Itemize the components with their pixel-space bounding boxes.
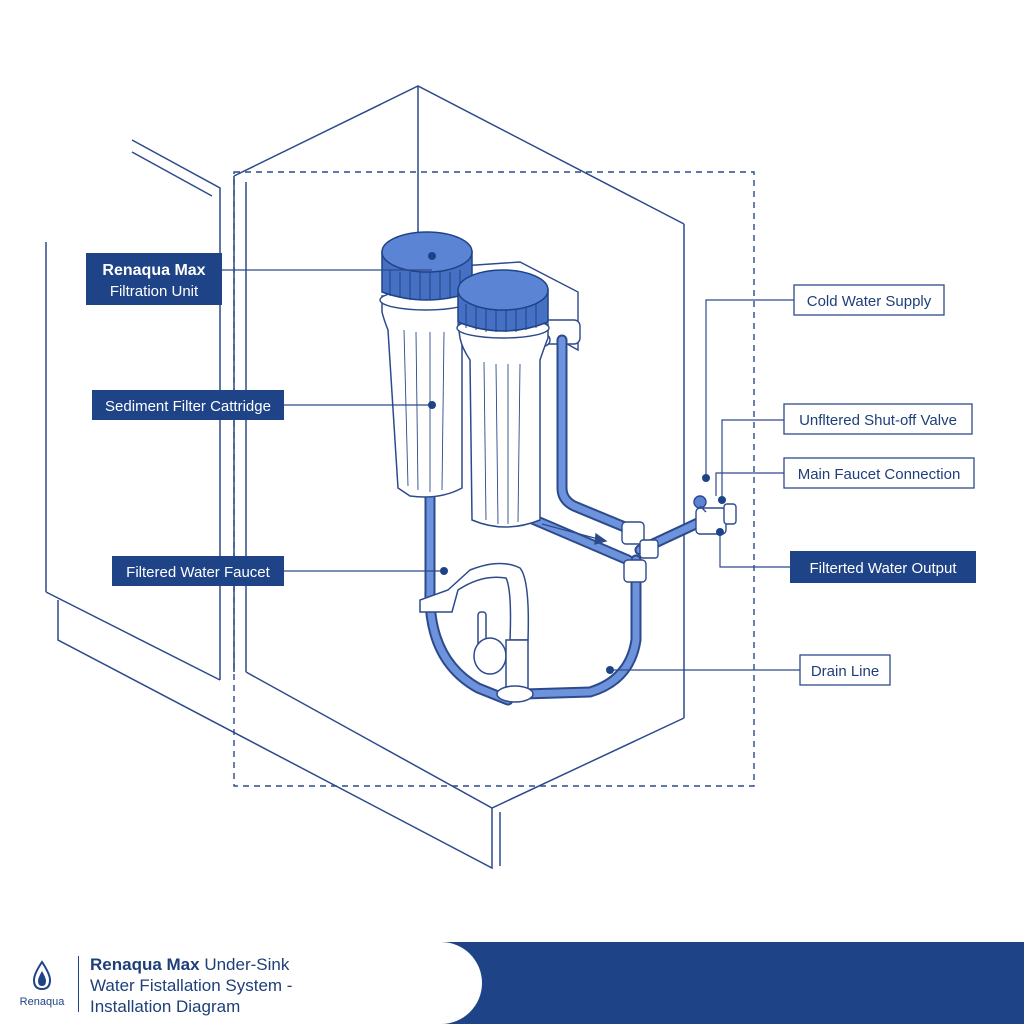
footer-title-line2: Water Fistallation System - [90, 976, 293, 995]
label-sediment-filter: Sediment Filter Cattridge [92, 390, 284, 420]
label-filtration-unit: Renaqua Max Filtration Unit [86, 253, 222, 305]
pipe-joints [621, 521, 659, 583]
water-drop-icon [32, 960, 52, 991]
shut-off-valve [693, 495, 737, 535]
label-filtered-faucet-text: Filtered Water Faucet [126, 564, 270, 581]
label-cold-water-supply: Cold Water Supply [793, 284, 945, 316]
label-filtration-unit-line1: Renaqua Max [102, 262, 205, 279]
brand-logo: Renaqua [14, 958, 70, 1014]
label-main-faucet-connection-text: Main Faucet Connection [798, 466, 961, 483]
footer-divider [78, 956, 79, 1012]
label-filtration-unit-line2: Filtration Unit [110, 283, 199, 300]
footer-title: Renaqua Max Under-Sink Water Fistallatio… [90, 954, 470, 1017]
footer-title-line3: Installation Diagram [90, 997, 241, 1016]
filter-housing-right [456, 269, 550, 528]
footer-title-panel [0, 942, 482, 1024]
label-filtered-output-text: Filterted Water Output [810, 560, 958, 577]
footer-title-line1-rest: Under-Sink [199, 955, 290, 974]
label-drain-line: Drain Line [799, 654, 891, 686]
callout-dots [428, 252, 726, 674]
label-cold-water-supply-text: Cold Water Supply [807, 293, 932, 310]
label-unfiltered-valve-text: Unfltered Shut-off Valve [799, 412, 957, 429]
installation-diagram: Renaqua Max Filtration Unit Sediment Fil… [45, 85, 976, 870]
footer-title-brand: Renaqua Max [90, 955, 200, 974]
cabinet-outline [45, 85, 685, 870]
installation-zone-boundary [233, 171, 755, 787]
filtered-water-faucet [419, 562, 534, 703]
label-unfiltered-valve: Unfltered Shut-off Valve [783, 403, 973, 435]
label-drain-line-text: Drain Line [811, 663, 879, 680]
brand-logo-text: Renaqua [19, 996, 65, 1008]
label-main-faucet-connection: Main Faucet Connection [783, 457, 975, 489]
label-filtered-output: Filterted Water Output [790, 551, 976, 583]
callout-leaders [222, 269, 800, 671]
flow-arrow [541, 523, 608, 545]
sediment-filter-housing [379, 231, 473, 498]
label-filtered-faucet: Filtered Water Faucet [112, 556, 284, 586]
label-sediment-filter-text: Sediment Filter Cattridge [105, 398, 271, 415]
